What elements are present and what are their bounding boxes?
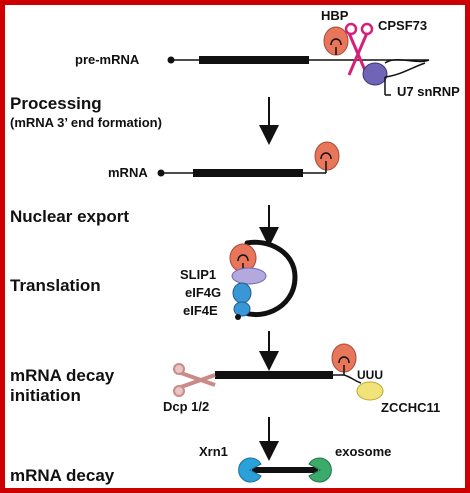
mrna-molecule: [157, 169, 326, 177]
exosome-label: exosome: [335, 444, 392, 459]
xrn1-label: Xrn1: [199, 444, 228, 459]
zcchc11-label: ZCCHC11: [381, 400, 441, 415]
step-translation: Translation: [10, 276, 101, 295]
hbp-bound-icon: [314, 141, 340, 171]
cpsf73-label: CPSF73: [378, 18, 428, 33]
dcp-scissors-icon: [173, 363, 216, 397]
xrn1-pacman-icon: [238, 457, 262, 483]
eif4e-label: eIF4E: [183, 303, 218, 318]
u7-snrnp-label: U7 snRNP: [397, 84, 460, 99]
decaying-mrna: [252, 467, 318, 473]
step-nuclear-export: Nuclear export: [10, 207, 130, 226]
slip1-protein-icon: [231, 267, 267, 285]
dcp-label: Dcp 1/2: [163, 399, 210, 414]
pathway-diagram: [157, 22, 430, 483]
mrna-label: mRNA: [108, 165, 148, 180]
step-decay-initiation-line2: initiation: [10, 386, 81, 405]
step-processing: Processing: [10, 94, 102, 113]
decapping-mrna: [215, 371, 362, 384]
pre-mrna-molecule: [167, 56, 430, 64]
eif4g-label: eIF4G: [185, 285, 222, 300]
cpsf73-scissors-icon: [344, 22, 374, 76]
slip1-label: SLIP1: [180, 267, 217, 282]
eif4e-protein-icon: [233, 301, 251, 317]
pre-mrna-label: pre-mRNA: [75, 52, 140, 67]
eif4g-protein-icon: [232, 282, 252, 304]
step-mrna-decay: mRNA decay: [10, 466, 115, 485]
u7-snrnp-icon: [362, 62, 388, 86]
zcchc11-protein-icon: [356, 381, 384, 401]
step-decay-initiation-line1: mRNA decay: [10, 366, 115, 385]
hbp-label: HBP: [321, 8, 349, 23]
step-processing-subtitle: (mRNA 3’ end formation): [10, 115, 162, 130]
uuu-label: UUU: [357, 368, 383, 382]
exosome-pacman-icon: [308, 457, 332, 483]
